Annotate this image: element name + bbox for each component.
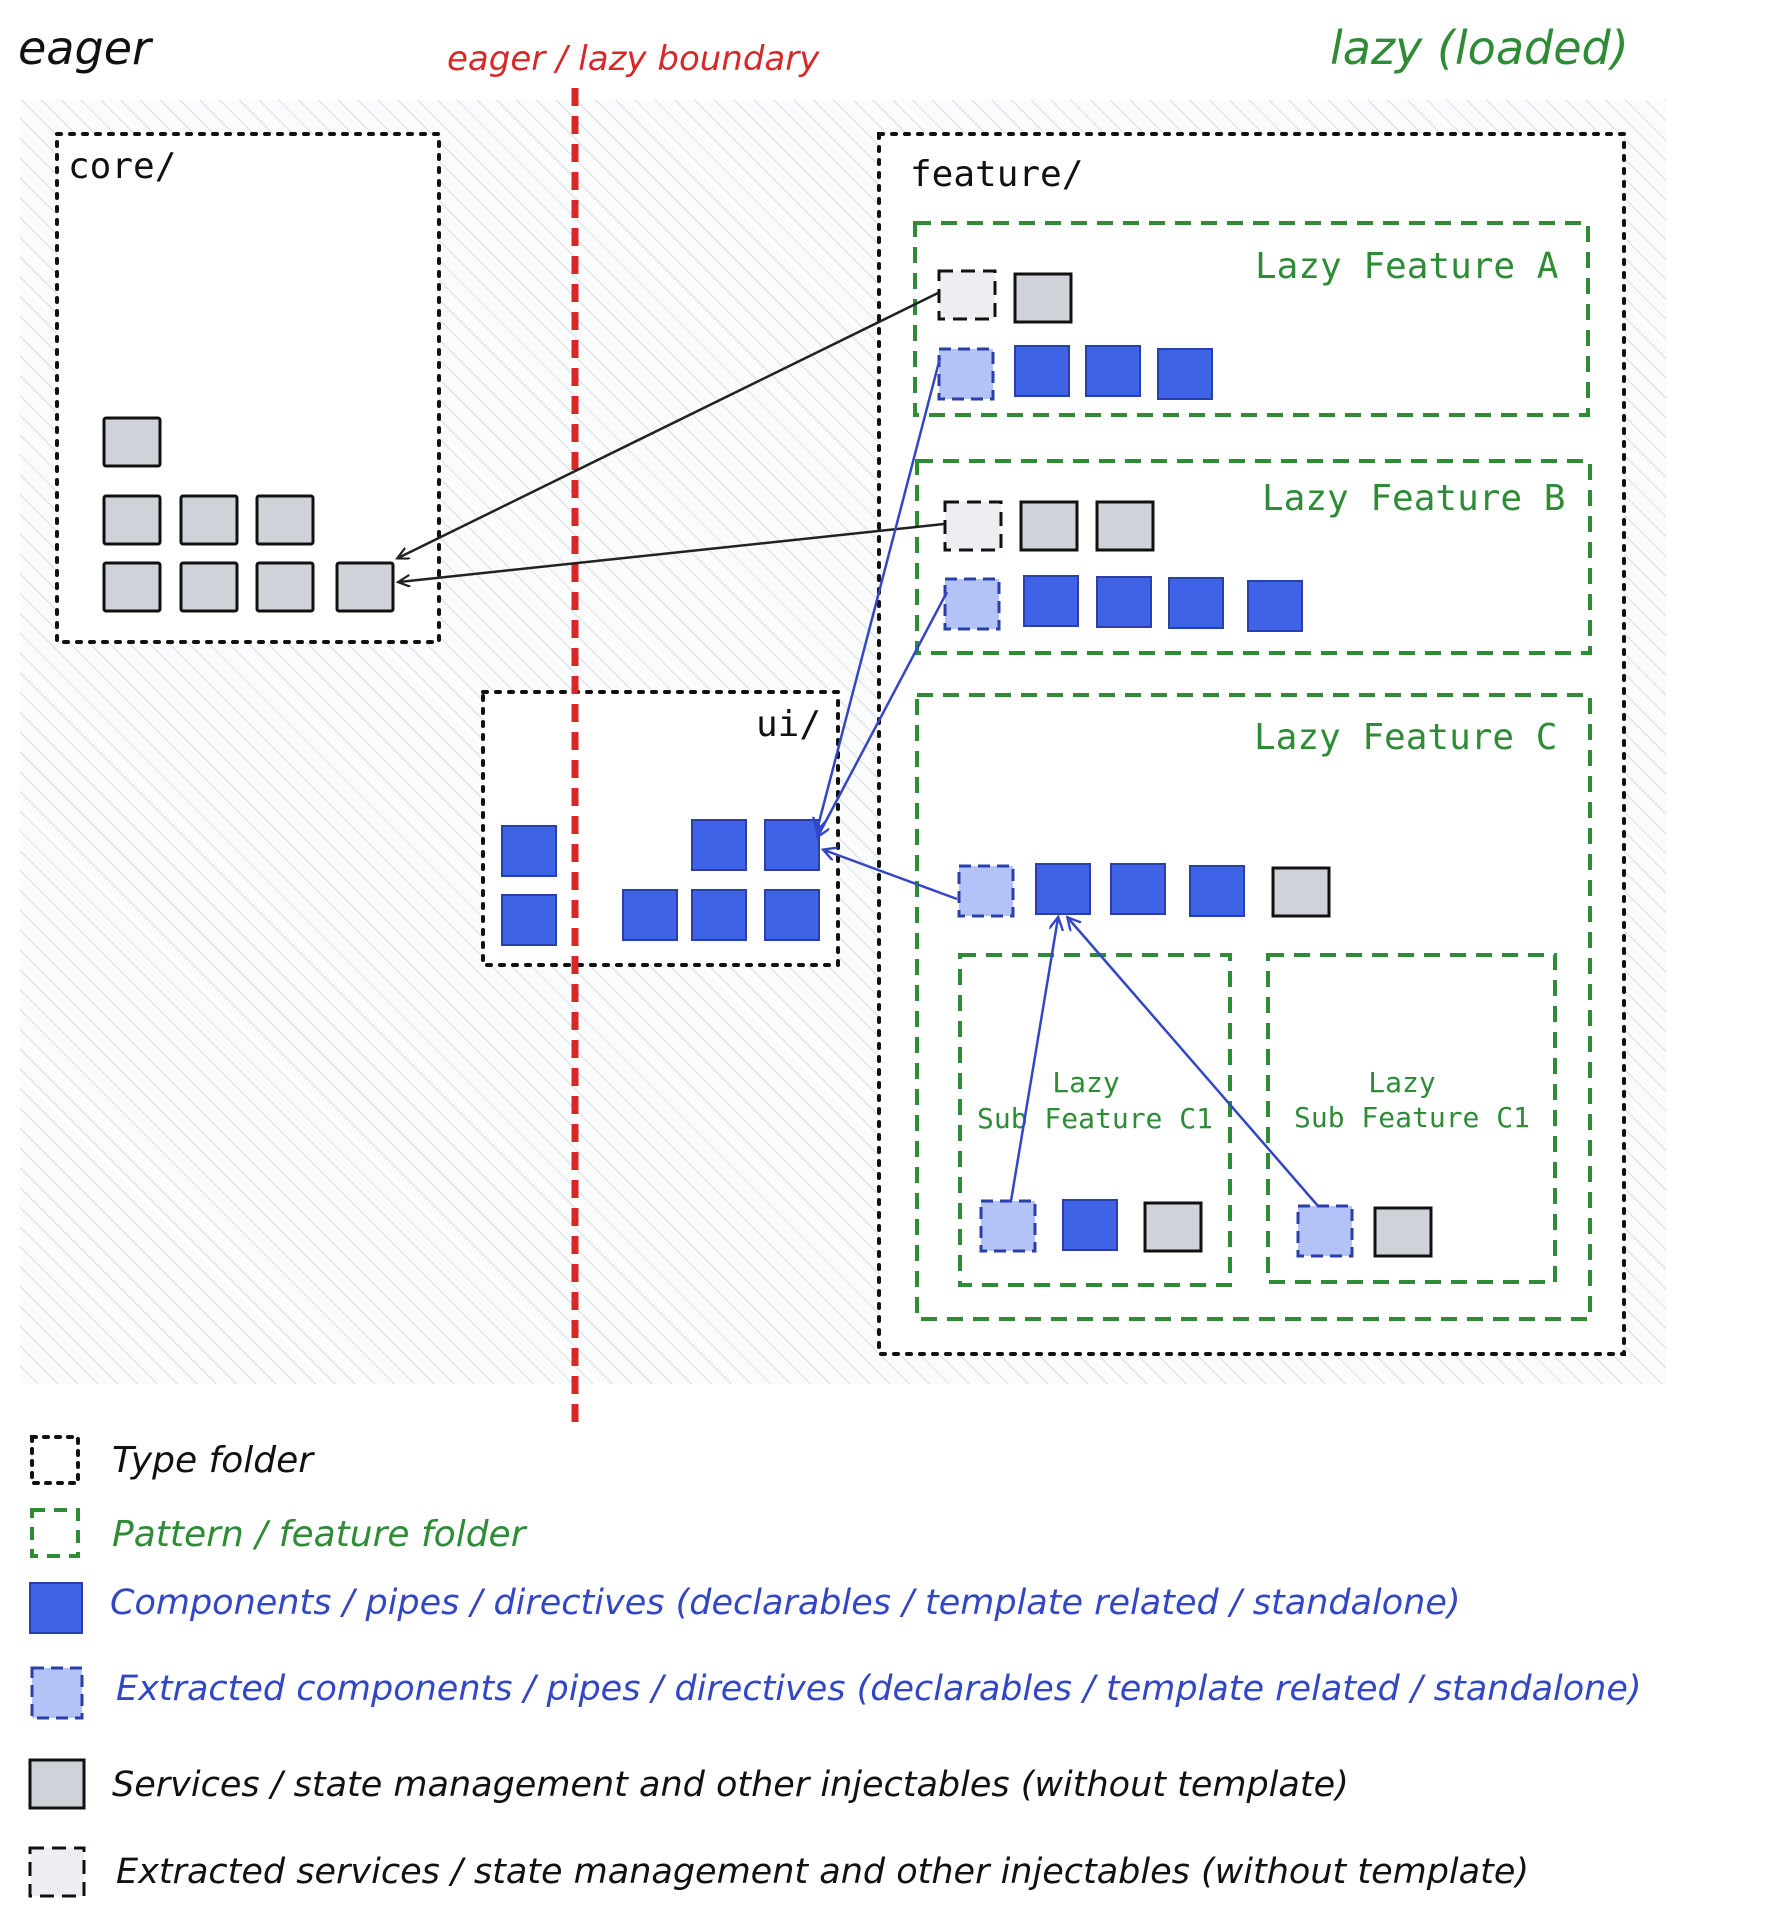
component-box <box>691 819 747 871</box>
service-box <box>1373 1206 1433 1258</box>
arrow-c-extracted-to-ui <box>824 850 958 901</box>
lazy-feature-b-label: Lazy Feature B <box>1262 478 1565 519</box>
lazy-feature-a-label: Lazy Feature A <box>1255 246 1559 287</box>
component-box <box>1168 577 1224 629</box>
legend: Type folder Pattern / feature folder Com… <box>28 1435 1642 1898</box>
legend-type-folder-swatch <box>30 1435 80 1485</box>
extracted-service-box <box>943 500 1003 552</box>
dependency-arrows <box>398 291 1319 1207</box>
lazy-feature-c-label: Lazy Feature C <box>1254 717 1557 758</box>
extracted-component-box <box>1296 1204 1354 1258</box>
lazy-heading: lazy (loaded) <box>1330 21 1629 75</box>
component-box <box>1247 580 1303 632</box>
core-folder-label: core/ <box>68 146 176 187</box>
component-box <box>1110 863 1166 915</box>
ui-folder-label: ui/ <box>756 704 821 745</box>
sub-feature-left-line1: Lazy <box>1052 1066 1119 1099</box>
feature-folder <box>877 132 1626 1356</box>
arrow-b-extracted-to-ui <box>818 591 949 836</box>
legend-pattern-folder-swatch <box>30 1508 80 1558</box>
component-box <box>622 889 678 941</box>
legend-extracted-services-swatch <box>28 1846 86 1898</box>
legend-pattern-folder-label: Pattern / feature folder <box>112 1514 528 1555</box>
service-box <box>102 561 162 613</box>
ui-components <box>501 819 820 946</box>
component-box <box>764 819 820 871</box>
legend-services-label: Services / state management and other in… <box>112 1765 1349 1805</box>
core-folder <box>55 132 441 644</box>
legend-type-folder-label: Type folder <box>112 1440 315 1481</box>
arrow-sub-right-to-c <box>1068 918 1319 1207</box>
service-box <box>179 494 239 546</box>
component-box <box>501 825 557 877</box>
service-box <box>1271 866 1331 918</box>
extracted-service-box <box>937 269 997 321</box>
extracted-component-box <box>979 1199 1037 1253</box>
legend-services-swatch <box>28 1758 86 1810</box>
lazy-sub-feature-left <box>958 953 1232 1287</box>
sub-feature-left-line2: Sub Feature C1 <box>977 1102 1213 1135</box>
lazy-feature-b <box>915 459 1592 655</box>
arrow-a-service-to-core <box>398 291 939 558</box>
lazy-feature-a <box>913 221 1590 417</box>
service-box <box>255 494 315 546</box>
arrow-sub-left-to-c <box>1009 918 1058 1202</box>
component-box <box>1014 345 1070 397</box>
service-box <box>255 561 315 613</box>
service-box <box>1019 500 1079 552</box>
component-box <box>501 894 557 946</box>
eager-heading: eager <box>18 21 154 75</box>
component-box <box>1096 576 1152 628</box>
component-box <box>1023 575 1079 627</box>
service-box <box>1095 500 1155 552</box>
component-box <box>1157 348 1213 400</box>
component-box <box>1062 1199 1118 1251</box>
service-box <box>1013 272 1073 324</box>
legend-extracted-components-swatch <box>30 1666 84 1720</box>
arrow-b-service-to-core <box>399 522 945 582</box>
core-services <box>102 416 395 613</box>
service-box <box>335 561 395 613</box>
lazy-sub-feature-right <box>1266 953 1557 1284</box>
arrow-a-extracted-to-ui <box>817 357 942 830</box>
component-box <box>764 889 820 941</box>
extracted-component-box <box>937 347 995 401</box>
service-box <box>1143 1201 1203 1253</box>
component-box <box>1189 865 1245 917</box>
feature-folder-label: feature/ <box>910 154 1083 195</box>
component-box <box>1035 863 1091 915</box>
legend-components-label: Components / pipes / directives (declara… <box>110 1583 1461 1623</box>
legend-extracted-services-label: Extracted services / state management an… <box>116 1852 1529 1892</box>
sub-feature-right-line1: Lazy <box>1368 1066 1435 1099</box>
component-box <box>691 889 747 941</box>
sub-feature-right-line2: Sub Feature C1 <box>1294 1101 1530 1134</box>
extracted-component-box <box>943 577 1001 631</box>
legend-extracted-components-label: Extracted components / pipes / directive… <box>116 1669 1642 1709</box>
component-box <box>1085 345 1141 397</box>
service-box <box>102 416 162 468</box>
service-box <box>179 561 239 613</box>
extracted-component-box <box>957 864 1015 918</box>
legend-components-swatch <box>29 1582 83 1634</box>
boundary-heading: eager / lazy boundary <box>447 39 820 79</box>
service-box <box>102 494 162 546</box>
